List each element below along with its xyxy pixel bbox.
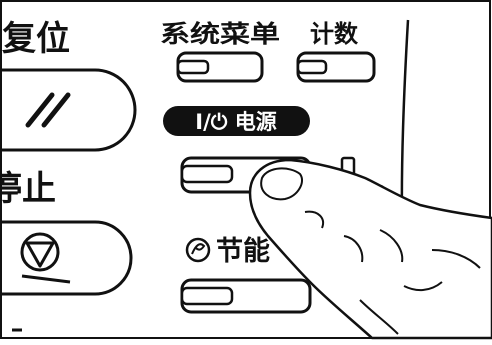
energy-saver-label: 节能 — [216, 235, 270, 267]
energy-saver-label-group: 节能 — [185, 235, 270, 267]
stop-button[interactable] — [2, 220, 133, 296]
power-badge: I/⏻ 电源 — [163, 106, 310, 136]
reset-label: 复位 — [2, 19, 70, 59]
power-label: I/⏻ 电源 — [195, 110, 276, 134]
energy-saver-button[interactable] — [180, 278, 312, 314]
system-menu-button[interactable] — [176, 51, 264, 83]
slash-icon — [25, 92, 71, 128]
counter-label: 计数 — [310, 20, 359, 48]
system-menu-label: 系统菜单 — [160, 20, 280, 48]
counter-button[interactable] — [296, 51, 376, 83]
stop-label: 停止 — [0, 169, 56, 209]
reset-button[interactable] — [2, 68, 137, 152]
hand-illustration — [248, 158, 492, 340]
energy-saver-icon — [185, 237, 211, 263]
left-column: 复位 停止 — [0, 19, 137, 332]
stop-icon — [20, 232, 71, 284]
